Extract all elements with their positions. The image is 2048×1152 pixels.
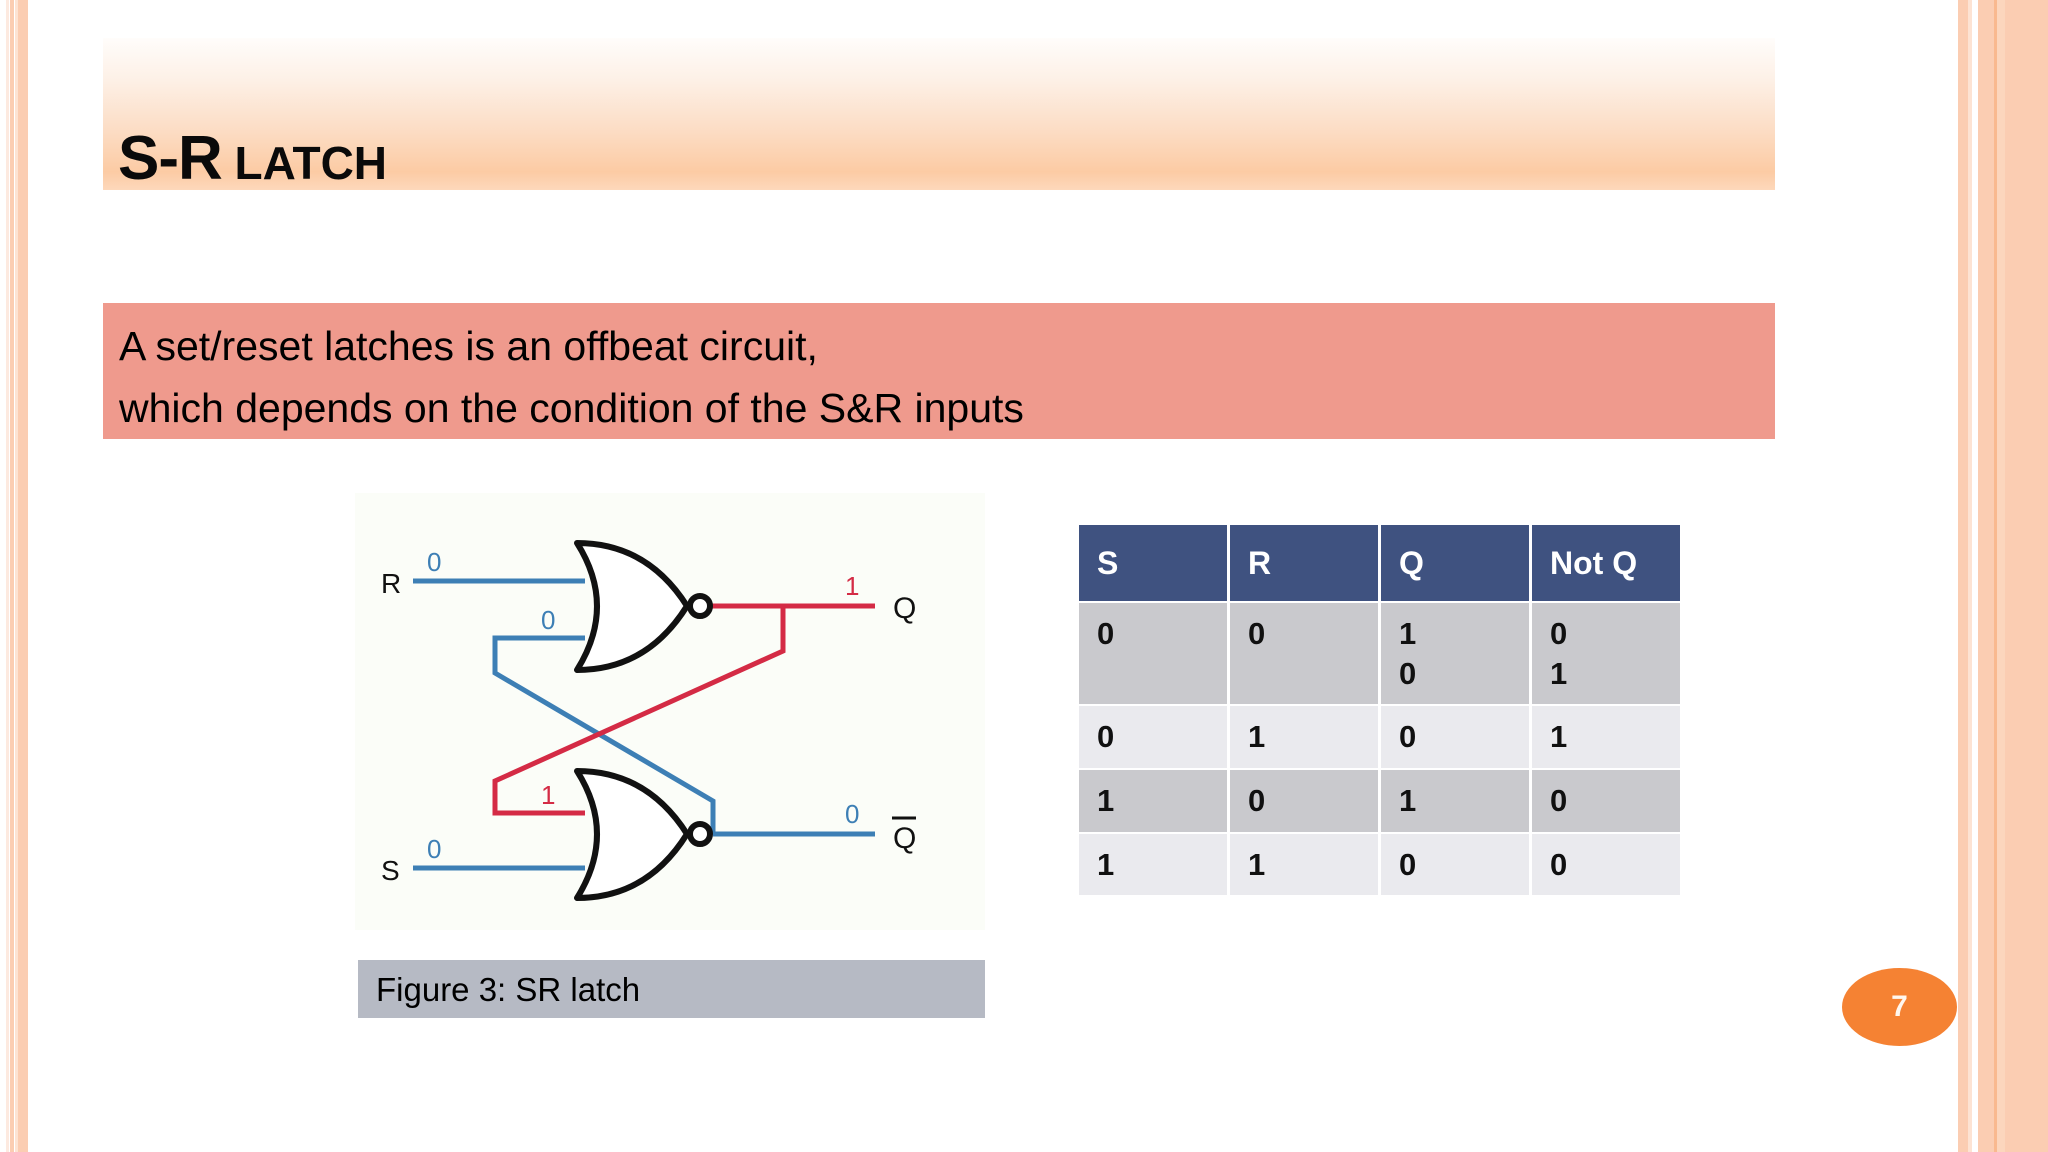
- table-row: 1 1 0 0: [1079, 833, 1680, 896]
- cell-notq: 0: [1532, 770, 1680, 832]
- sr-latch-figure: R S Q Q 0 0 0 1 1 0: [355, 493, 985, 930]
- cell-q: 0: [1381, 706, 1529, 769]
- nor-gate-1: [574, 540, 713, 673]
- table-row: 1 0 1 0: [1079, 770, 1680, 832]
- stripe-right-3: [1978, 0, 1994, 1152]
- truth-table-header-s: S: [1079, 525, 1227, 601]
- cell-r: 1: [1230, 706, 1378, 769]
- value-q: 1: [845, 571, 859, 601]
- stripe-right-1: [1958, 0, 1968, 1152]
- left-edge-stripes: [0, 0, 34, 1152]
- label-s: S: [381, 855, 400, 886]
- stripe-left-3: [15, 0, 18, 1152]
- value-s: 0: [427, 834, 441, 864]
- label-q: Q: [893, 592, 916, 625]
- truth-table-header-row: S R Q Not Q: [1079, 525, 1680, 601]
- sr-latch-circuit-svg: R S Q Q 0 0 0 1 1 0: [381, 540, 916, 901]
- wire-qbar-feedback: [492, 635, 716, 834]
- stripe-right-2: [1968, 0, 1972, 1152]
- nor-gate-2: [574, 768, 713, 901]
- page-number-text: 7: [1891, 990, 1908, 1023]
- figure-caption: Figure 3: SR latch: [358, 960, 985, 1018]
- cell-q: 0: [1381, 833, 1529, 896]
- wire-q-feedback: [492, 606, 786, 816]
- value-nor2-feedback: 1: [541, 780, 555, 810]
- description-box: A set/reset latches is an offbeat circui…: [103, 303, 1775, 439]
- table-row: 0 1 0 1: [1079, 706, 1680, 769]
- right-edge-stripes: [1940, 0, 2048, 1152]
- cell-r: 0: [1230, 603, 1378, 705]
- cell-s: 0: [1079, 706, 1227, 769]
- cell-notq: 0: [1532, 833, 1680, 896]
- truth-table: S R Q Not Q 0 0 1 0 0 1 0 1 0 1 1 0 1 0 …: [1076, 523, 1683, 897]
- cell-notq: 1: [1532, 706, 1680, 769]
- stripe-left-4: [18, 0, 28, 1152]
- figure-caption-text: Figure 3: SR latch: [376, 971, 641, 1008]
- cell-s: 0: [1079, 603, 1227, 705]
- value-r: 0: [427, 547, 441, 577]
- page-title-rest: LATCH: [221, 137, 388, 189]
- value-nor1-feedback: 0: [541, 605, 555, 635]
- stripe-left-1: [6, 0, 9, 1152]
- cell-notq: 0 1: [1532, 603, 1680, 705]
- stripe-left-2: [10, 0, 14, 1152]
- stripe-right-5: [1997, 0, 2005, 1152]
- slide-title-band: [103, 38, 1775, 190]
- truth-table-header-notq: Not Q: [1532, 525, 1680, 601]
- page-title: S-R LATCH: [118, 128, 387, 190]
- page-title-lead: S-R: [118, 124, 223, 193]
- stripe-right-6: [2005, 0, 2048, 1152]
- truth-table-header-q: Q: [1381, 525, 1529, 601]
- cell-r: 0: [1230, 770, 1378, 832]
- stripe-right-4: [1994, 0, 1997, 1152]
- value-qbar: 0: [845, 799, 859, 829]
- label-r: R: [381, 568, 401, 599]
- description-line-1: A set/reset latches is an offbeat circui…: [119, 323, 818, 369]
- cell-r: 1: [1230, 833, 1378, 896]
- table-row: 0 0 1 0 0 1: [1079, 603, 1680, 705]
- truth-table-header-r: R: [1230, 525, 1378, 601]
- description-line-2: which depends on the condition of the S&…: [119, 385, 1024, 431]
- label-qbar: Q: [893, 822, 916, 855]
- cell-q: 1: [1381, 770, 1529, 832]
- cell-s: 1: [1079, 833, 1227, 896]
- cell-q: 1 0: [1381, 603, 1529, 705]
- page-number-badge: 7: [1842, 968, 1957, 1046]
- cell-s: 1: [1079, 770, 1227, 832]
